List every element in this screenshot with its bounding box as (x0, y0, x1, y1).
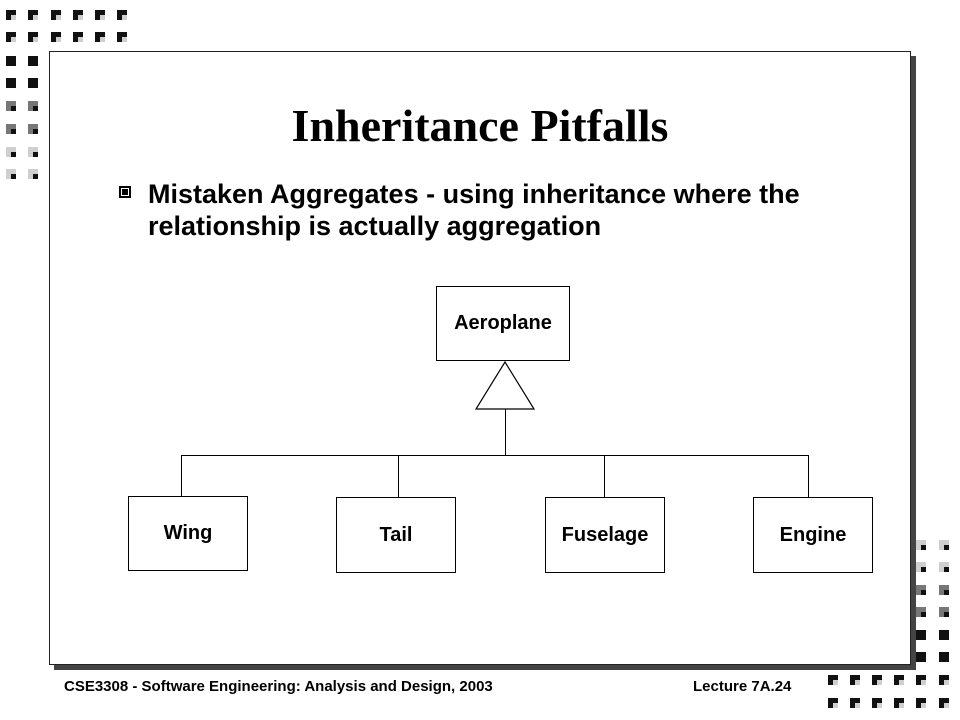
decorative-square (921, 635, 926, 640)
decorative-square (921, 612, 926, 617)
decorative-square (100, 37, 105, 42)
decorative-square (877, 680, 882, 685)
connector-tail (398, 455, 399, 497)
decorative-square (56, 15, 61, 20)
decorative-square (11, 152, 16, 157)
decorative-square (100, 15, 105, 20)
decorative-square (944, 567, 949, 572)
slide-title: Inheritance Pitfalls (291, 100, 669, 151)
decorative-square (855, 680, 860, 685)
wing-label: Wing (163, 522, 213, 544)
decorative-square (921, 590, 926, 595)
decorative-square (855, 703, 860, 708)
fuselage-box: Fuselage (545, 497, 665, 573)
decorative-square (921, 657, 926, 662)
decorative-square (833, 703, 838, 708)
decorative-square (33, 174, 38, 179)
decorative-square (877, 703, 882, 708)
diamond-bullet-icon (119, 186, 131, 198)
decorative-square (833, 680, 838, 685)
tail-box: Tail (336, 497, 456, 573)
tail-label: Tail (379, 523, 413, 546)
decorative-square (921, 567, 926, 572)
decorative-square (78, 15, 83, 20)
decorative-square (11, 106, 16, 111)
decorative-square (122, 37, 127, 42)
decorative-square (944, 703, 949, 708)
decorative-square (33, 106, 38, 111)
decorative-square (899, 703, 904, 708)
decorative-square (11, 129, 16, 134)
wing-box: Wing (128, 496, 248, 571)
connector-bar (181, 455, 809, 456)
decorative-square (11, 61, 16, 66)
aeroplane-box: Aeroplane (436, 286, 570, 361)
decorative-square (78, 37, 83, 42)
decorative-square (33, 129, 38, 134)
decorative-square (944, 635, 949, 640)
connector-fuselage (604, 455, 605, 497)
decorative-square (921, 680, 926, 685)
engine-box: Engine (753, 497, 873, 573)
decorative-square (921, 545, 926, 550)
decorative-square (33, 152, 38, 157)
footer-lecture: Lecture 7A.24 (693, 678, 792, 695)
footer-course: CSE3308 - Software Engineering: Analysis… (64, 678, 493, 695)
decorative-square (11, 83, 16, 88)
decorative-square (944, 680, 949, 685)
engine-label: Engine (779, 523, 847, 546)
connector-wing (181, 455, 182, 497)
inheritance-triangle-icon (474, 361, 536, 410)
decorative-square (122, 15, 127, 20)
decorative-square (33, 61, 38, 66)
decorative-square (921, 703, 926, 708)
decorative-square (944, 612, 949, 617)
decorative-square (944, 545, 949, 550)
decorative-square (11, 37, 16, 42)
decorative-square (11, 174, 16, 179)
decorative-square (944, 590, 949, 595)
fuselage-label: Fuselage (561, 523, 649, 546)
decorative-square (944, 657, 949, 662)
decorative-square (56, 37, 61, 42)
connector-trunk (505, 409, 506, 455)
decorative-square (899, 680, 904, 685)
decorative-square (33, 83, 38, 88)
connector-engine (808, 455, 809, 497)
aeroplane-label: Aeroplane (454, 312, 552, 334)
decorative-square (33, 37, 38, 42)
decorative-square (33, 15, 38, 20)
bullet-text: Mistaken Aggregates - using inheritance … (148, 179, 800, 241)
decorative-square (11, 15, 16, 20)
